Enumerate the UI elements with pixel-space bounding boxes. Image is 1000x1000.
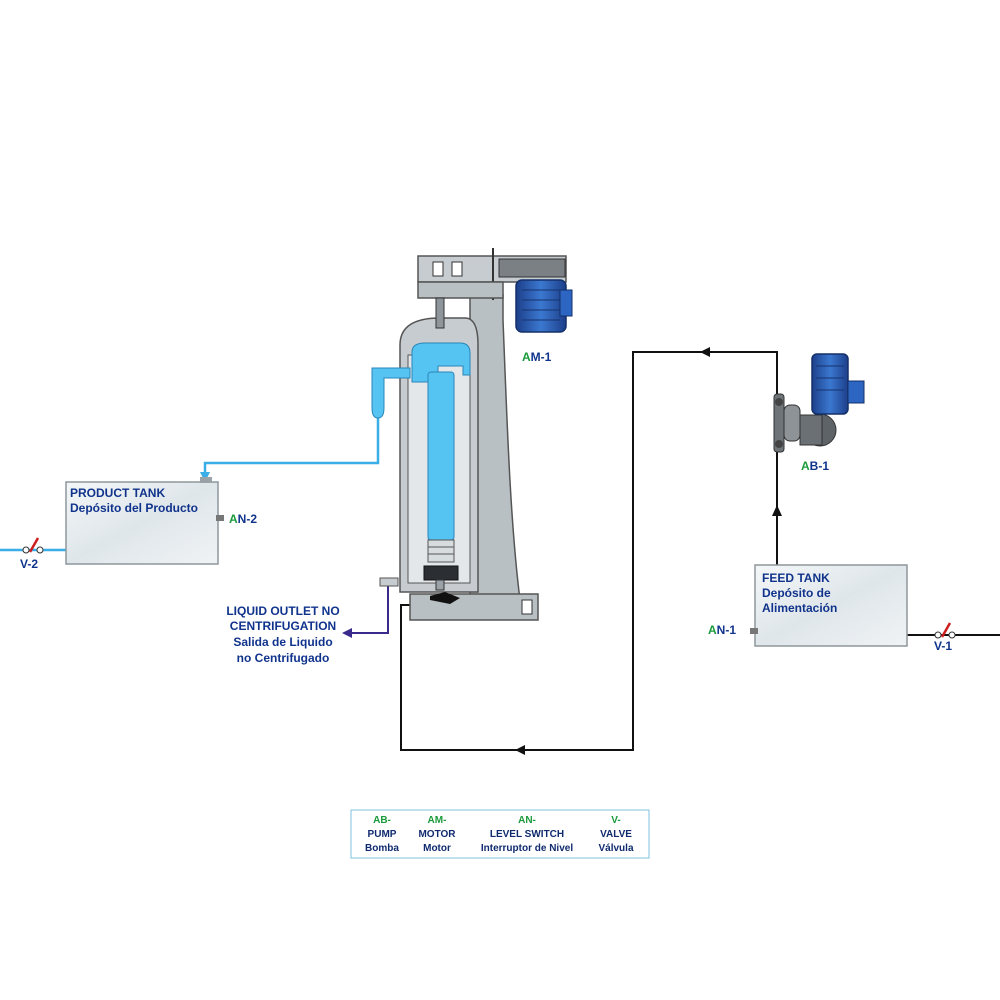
legend-en-motor: MOTOR xyxy=(418,829,456,840)
valve-v-2: V-2 xyxy=(20,537,44,571)
ab1-code-letter: A xyxy=(801,459,810,473)
an2-code-rest: N-2 xyxy=(238,512,258,526)
flow-arrow-outlet xyxy=(342,628,352,638)
feed-tank-subtitle-2: Alimentación xyxy=(762,601,837,615)
product-tank-subtitle: Depósito del Producto xyxy=(70,501,198,515)
legend-en-level-switch: LEVEL SWITCH xyxy=(490,829,564,840)
liquid-outlet-pipe xyxy=(350,582,389,634)
tubular-centrifuge xyxy=(371,248,567,621)
feed-tank-subtitle-1: Depósito de xyxy=(762,586,831,600)
flow-arrow-left-bottom xyxy=(515,745,525,755)
liquid-outlet-label: LIQUID OUTLET NO CENTRIFUGATION Salida d… xyxy=(226,604,339,665)
svg-text:AN-1: AN-1 xyxy=(708,623,736,637)
outlet-line-4: no Centrifugado xyxy=(237,651,330,665)
level-switch-an-1: AN-1 xyxy=(708,623,758,637)
legend-code-pump: AB- xyxy=(373,815,391,826)
valve-v-1-label: V-1 xyxy=(934,639,952,653)
outlet-line-1: LIQUID OUTLET NO xyxy=(226,604,339,618)
pump-ab-1: AB-1 xyxy=(773,353,865,473)
svg-text:AB-1: AB-1 xyxy=(801,459,829,473)
ab1-code-rest: B-1 xyxy=(810,459,830,473)
an1-code-rest: N-1 xyxy=(717,623,737,637)
legend-item-pump: AB- PUMP Bomba xyxy=(365,815,399,854)
legend-item-motor: AM- MOTOR Motor xyxy=(418,815,456,854)
level-switch-an-2: AN-2 xyxy=(216,512,257,526)
an2-code-letter: A xyxy=(229,512,238,526)
an1-code-letter: A xyxy=(708,623,717,637)
product-pipe xyxy=(0,415,380,552)
feed-tank-title: FEED TANK xyxy=(762,571,830,585)
legend-en-pump: PUMP xyxy=(368,829,397,840)
am1-code-letter: A xyxy=(522,350,531,364)
legend-es-valve: Válvula xyxy=(598,843,633,854)
svg-text:AM-1: AM-1 xyxy=(522,350,552,364)
flow-arrow-up xyxy=(772,505,782,516)
product-tank-title: PRODUCT TANK xyxy=(70,486,165,500)
legend-item-level-switch: AN- LEVEL SWITCH Interruptor de Nivel xyxy=(481,815,573,854)
valve-v-2-label: V-2 xyxy=(20,557,38,571)
valve-v-1: V-1 xyxy=(934,622,956,653)
legend: AB- PUMP Bomba AM- MOTOR Motor AN- LEVEL… xyxy=(350,809,650,859)
product-tank: PRODUCT TANK Depósito del Producto xyxy=(65,477,219,565)
legend-code-motor: AM- xyxy=(428,815,447,826)
legend-code-level-switch: AN- xyxy=(518,815,536,826)
legend-code-valve: V- xyxy=(611,815,620,826)
legend-es-motor: Motor xyxy=(423,843,451,854)
legend-en-valve: VALVE xyxy=(600,829,632,840)
svg-text:AN-2: AN-2 xyxy=(229,512,257,526)
feed-pipe xyxy=(400,351,778,751)
legend-item-valve: V- VALVE Válvula xyxy=(598,815,633,854)
legend-es-level-switch: Interruptor de Nivel xyxy=(481,843,573,854)
motor-am-1: AM-1 xyxy=(515,279,573,364)
outlet-line-3: Salida de Liquido xyxy=(233,635,332,649)
flow-arrow-left-top xyxy=(700,347,710,357)
am1-code-rest: M-1 xyxy=(531,350,552,364)
outlet-line-2: CENTRIFUGATION xyxy=(230,619,336,633)
legend-es-pump: Bomba xyxy=(365,843,399,854)
feed-tank: FEED TANK Depósito de Alimentación xyxy=(754,564,908,647)
